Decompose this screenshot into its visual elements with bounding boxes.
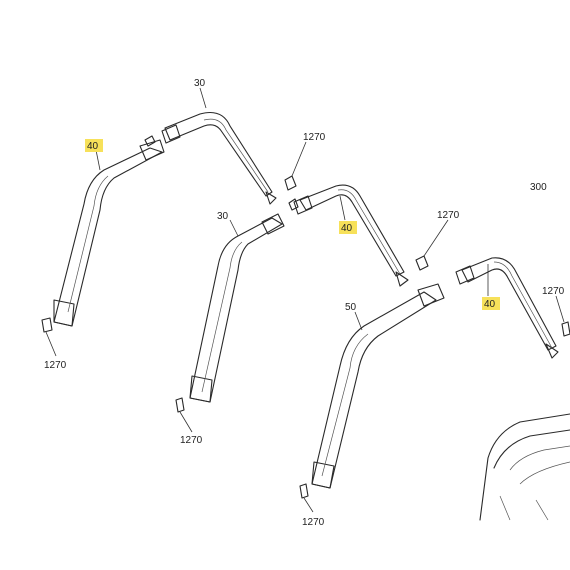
callout-1270-b: 1270 [437, 210, 460, 221]
callout-1270-c: 1270 [542, 286, 565, 297]
part-50 [300, 284, 444, 498]
callout-300: 300 [530, 182, 547, 193]
callout-50: 50 [345, 302, 357, 313]
callout-40-right: 40 [484, 299, 496, 310]
callout-1270-a: 1270 [303, 132, 326, 143]
callout-30-top: 30 [194, 78, 206, 89]
part-40-left [42, 140, 164, 332]
callout-30-mid: 30 [217, 211, 229, 222]
vehicle-body-partial [480, 414, 570, 520]
callout-1270-e: 1270 [180, 435, 203, 446]
callout-40-left: 40 [87, 141, 99, 152]
callout-40-mid: 40 [341, 223, 353, 234]
part-30-top [145, 113, 276, 205]
callout-1270-f: 1270 [302, 517, 325, 528]
part-30-middle [176, 214, 284, 412]
callout-1270-d: 1270 [44, 360, 67, 371]
